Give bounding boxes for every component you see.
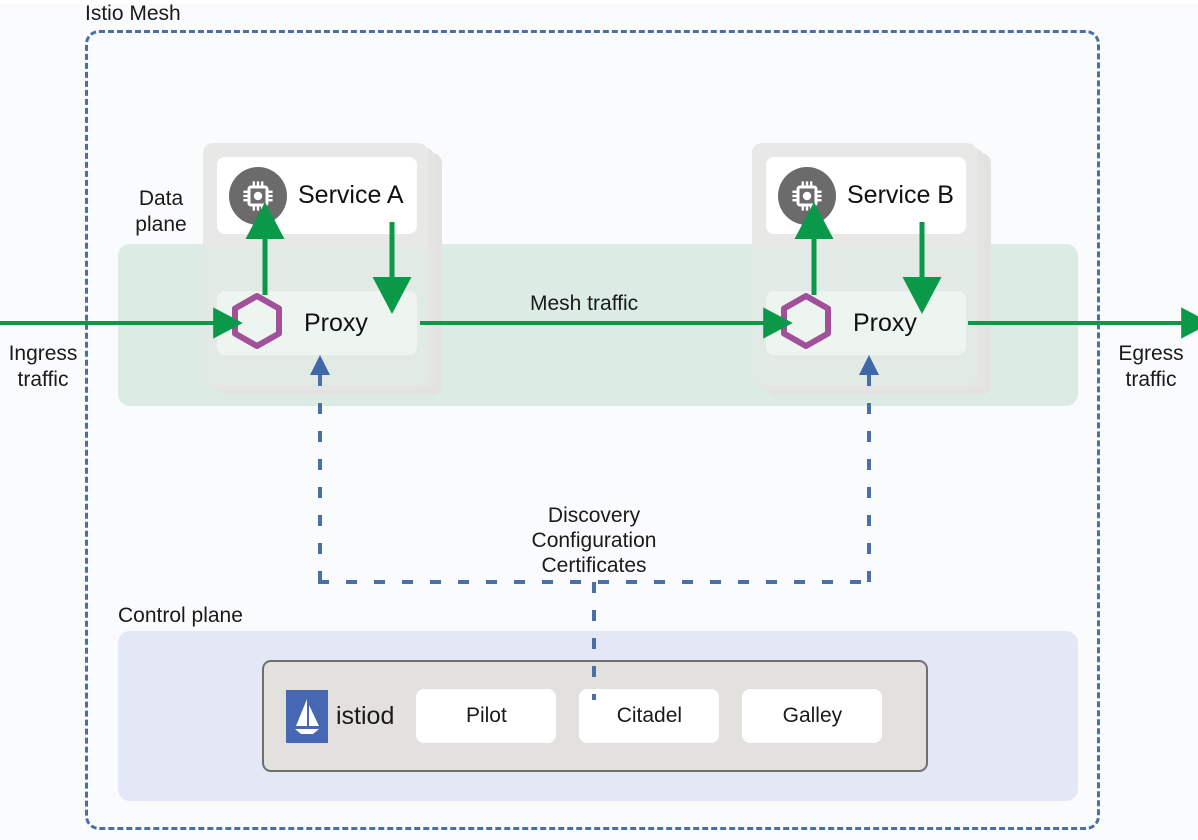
hexagon-icon xyxy=(778,292,834,355)
control-plane-label: Control plane xyxy=(118,604,243,627)
proxy-card-b[interactable]: Proxy xyxy=(766,291,966,355)
pod-service-a[interactable]: Service A Proxy xyxy=(203,143,442,395)
proxy-name-b: Proxy xyxy=(853,308,917,337)
pod-service-b[interactable]: Service B Proxy xyxy=(752,143,991,395)
istiod-component-pilot[interactable]: Pilot xyxy=(416,689,557,743)
cpu-chip-icon xyxy=(229,166,287,225)
istio-mesh-label: Istio Mesh xyxy=(85,2,181,25)
egress-traffic-label: Egress traffic xyxy=(1118,342,1184,391)
service-card-a[interactable]: Service A xyxy=(217,157,417,234)
discovery-config-certs-label: Discovery Configuration Certificates xyxy=(531,504,657,577)
istiod-component-citadel[interactable]: Citadel xyxy=(579,689,720,743)
data-plane-label: Data plane xyxy=(135,187,187,236)
cpu-chip-icon xyxy=(778,166,836,225)
istiod-panel[interactable]: istiod Pilot Citadel Galley xyxy=(262,660,928,772)
mesh-traffic-label: Mesh traffic xyxy=(530,292,639,315)
proxy-card-a[interactable]: Proxy xyxy=(217,291,417,355)
istiod-component-galley[interactable]: Galley xyxy=(742,689,883,743)
service-name-b: Service B xyxy=(847,181,954,209)
service-name-a: Service A xyxy=(298,181,404,209)
istiod-label: istiod xyxy=(336,701,395,730)
istio-mesh-boundary xyxy=(85,30,1100,830)
hexagon-icon xyxy=(229,292,285,355)
proxy-name-a: Proxy xyxy=(304,308,368,337)
top-strip xyxy=(0,0,1198,4)
ingress-traffic-label: Ingress traffic xyxy=(8,342,78,391)
service-card-b[interactable]: Service B xyxy=(766,157,966,234)
istio-sailboat-icon xyxy=(286,689,328,743)
